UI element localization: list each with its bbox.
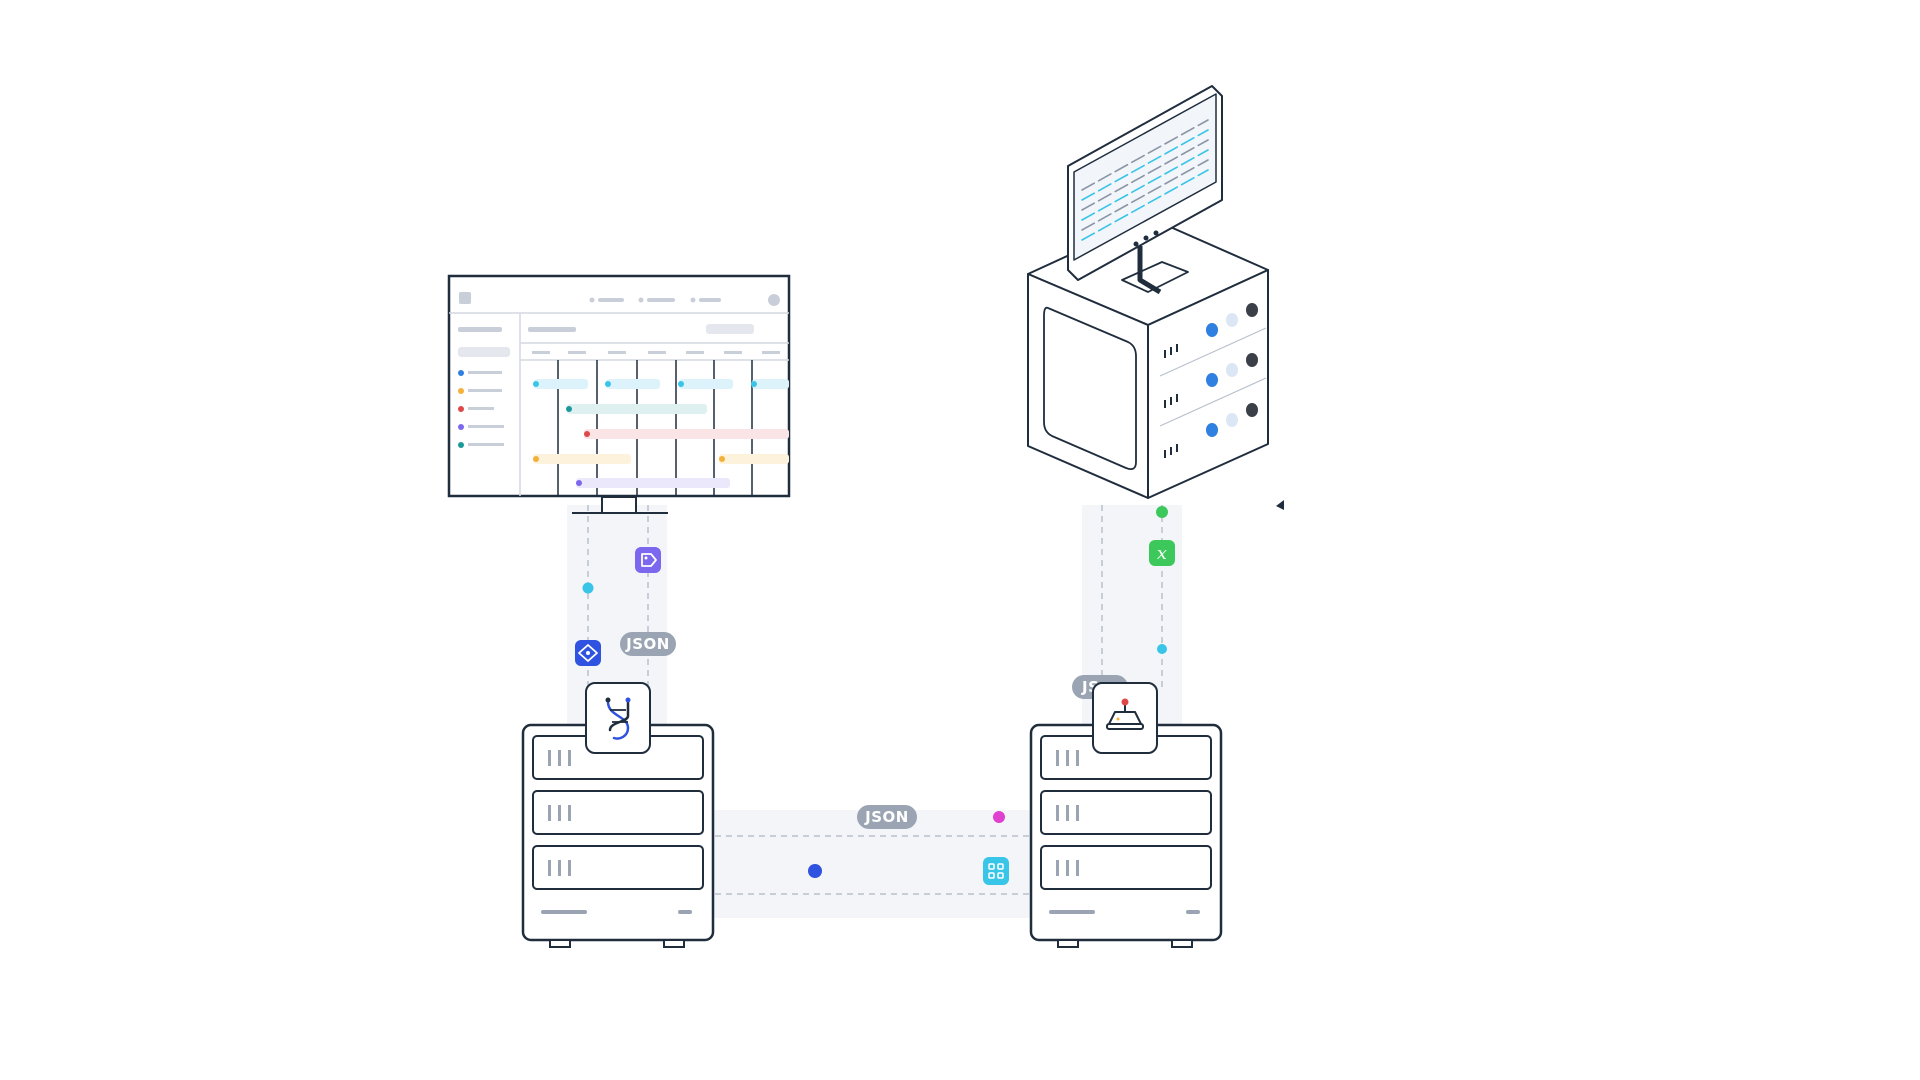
isometric-workstation <box>1027 85 1269 499</box>
dashboard-monitor <box>447 274 791 514</box>
dna-icon <box>585 682 651 754</box>
svg-text:x: x <box>1157 543 1167 564</box>
gantt-bars <box>533 379 789 488</box>
json-text-bottom: JSON <box>864 808 909 826</box>
function-x-icon: x <box>1149 540 1175 566</box>
tag-icon <box>635 547 661 573</box>
left-server <box>521 723 715 948</box>
joystick-icon <box>1092 682 1158 754</box>
json-label-left: JSON <box>620 632 676 656</box>
right-server <box>1029 723 1223 948</box>
sidebar-legend <box>458 370 504 448</box>
cyan-packet-dot-right <box>1157 644 1167 654</box>
magenta-packet-dot <box>993 811 1005 823</box>
cyan-packet-dot <box>582 582 594 594</box>
apps-grid-icon <box>983 857 1009 885</box>
corner-marker <box>1276 500 1284 510</box>
json-label-bottom: JSON <box>857 805 917 829</box>
json-text-left: JSON <box>625 635 670 653</box>
diamond-connector-icon <box>575 640 601 666</box>
blue-packet-dot <box>808 864 822 878</box>
green-packet-dot <box>1156 506 1168 518</box>
